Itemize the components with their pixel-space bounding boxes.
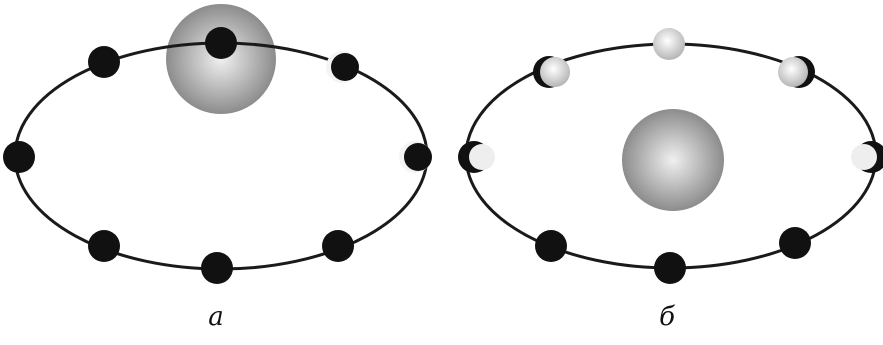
satellite-b-5	[535, 230, 567, 262]
satellite-b-4	[458, 141, 495, 173]
satellite-a-7	[322, 230, 354, 262]
panel-a	[3, 4, 432, 284]
panel-b	[458, 28, 883, 284]
panel-b-caption: б	[637, 302, 697, 332]
panel-a-caption: а	[186, 302, 246, 332]
satellite-b-1	[653, 28, 685, 60]
satellite-a-1	[205, 27, 237, 59]
satellite-b-6	[654, 252, 686, 284]
satellite-a-4	[3, 141, 35, 173]
satellite-b-8	[851, 141, 883, 173]
central-sphere-b	[622, 109, 724, 211]
satellite-b-7	[779, 227, 811, 259]
satellite-b-3	[778, 56, 815, 88]
satellite-a-3	[326, 51, 359, 83]
satellite-a-8	[201, 252, 233, 284]
satellite-a-6	[88, 230, 120, 262]
satellite-a-2	[88, 46, 120, 78]
satellite-b-2	[533, 56, 570, 88]
